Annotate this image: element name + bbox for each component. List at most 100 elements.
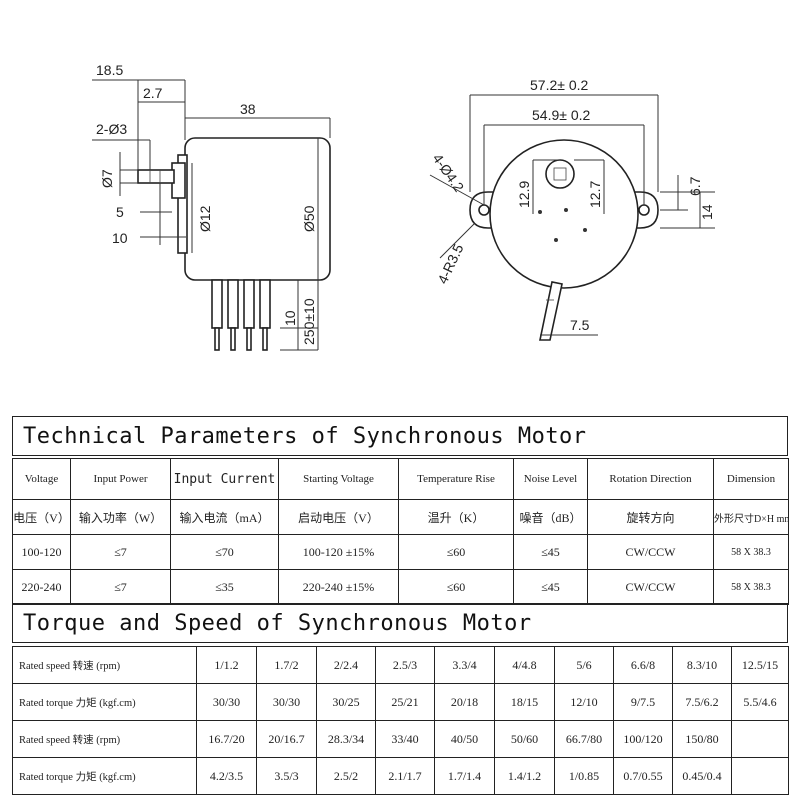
cell: 220-240 ±15% — [278, 569, 399, 605]
output-shaft — [137, 169, 175, 184]
cell: 1.7/2 — [256, 646, 317, 684]
side-view: 18.5 2.7 38 2-Ø3 Ø7 5 10 Ø12 Ø50 10 250±… — [92, 62, 331, 351]
header-temperature-rise-cn: 温升（K） — [398, 499, 514, 535]
cell: 30/30 — [256, 683, 317, 721]
cell: 9/7.5 — [613, 683, 673, 721]
cell: 2.1/1.7 — [375, 757, 435, 795]
cell: 20/16.7 — [256, 720, 317, 758]
cell: 100-120 — [12, 534, 71, 570]
cell: 30/30 — [196, 683, 257, 721]
header-voltage-cn: 电压（V） — [12, 499, 71, 535]
cell — [731, 720, 789, 758]
dim-phi12: Ø12 — [197, 205, 213, 232]
cell: 5/6 — [554, 646, 614, 684]
cell: 58 X 38.3 — [713, 534, 789, 570]
cell: ≤35 — [170, 569, 279, 605]
cell: ≤70 — [170, 534, 279, 570]
cell: 0.45/0.4 — [672, 757, 732, 795]
cell: 220-240 — [12, 569, 71, 605]
cell: ≤7 — [70, 569, 171, 605]
technical-parameters-title: Technical Parameters of Synchronous Moto… — [12, 416, 788, 456]
dim-4-r3-5: 4-R3.5 — [434, 241, 466, 286]
header-rotation-direction-cn: 旋转方向 — [587, 499, 714, 535]
mount-hole-left — [478, 204, 490, 216]
cell: 3.3/4 — [434, 646, 495, 684]
technical-parameters-table: Voltage Input Power Input Current Starti… — [12, 458, 789, 605]
header-noise-level: Noise Level — [513, 458, 588, 500]
dim-12-7: 12.7 — [587, 181, 603, 208]
cell: 1/1.2 — [196, 646, 257, 684]
cell: 12/10 — [554, 683, 614, 721]
motor-housing — [489, 139, 639, 289]
dim-2-7: 2.7 — [143, 85, 163, 101]
cell: 66.7/80 — [554, 720, 614, 758]
cell: 16.7/20 — [196, 720, 257, 758]
header-dimension-cn: 外形尺寸D×H mm — [713, 499, 789, 535]
dim-4-phi4-2: 4-Ø4.2 — [430, 151, 468, 195]
cell: ≤45 — [513, 569, 588, 605]
cell: 3.5/3 — [256, 757, 317, 795]
cell: 33/40 — [375, 720, 435, 758]
cell: 40/50 — [434, 720, 495, 758]
lead-wires — [211, 279, 271, 351]
cell: 2.5/3 — [375, 646, 435, 684]
cell: 2/2.4 — [316, 646, 376, 684]
shaft-hub — [545, 159, 575, 189]
row-label: Rated torque 力矩 (kgf.cm) — [12, 757, 197, 795]
dim-250: 250±10 — [301, 298, 317, 345]
header-input-current: Input Current — [170, 458, 279, 500]
cell: 6.6/8 — [613, 646, 673, 684]
dim-14: 14 — [699, 204, 715, 220]
cell: 58 X 38.3 — [713, 569, 789, 605]
dim-5: 5 — [116, 204, 124, 220]
cell: 25/21 — [375, 683, 435, 721]
dim-57-2: 57.2± 0.2 — [530, 77, 588, 93]
header-row-en: Voltage Input Power Input Current Starti… — [12, 458, 789, 500]
cell: 20/18 — [434, 683, 495, 721]
header-input-power-cn: 输入功率（W） — [70, 499, 171, 535]
header-input-current-cn: 输入电流（mA） — [170, 499, 279, 535]
header-rotation-direction: Rotation Direction — [587, 458, 714, 500]
mounting-flange — [177, 154, 188, 254]
row-label: Rated speed 转速 (rpm) — [12, 720, 197, 758]
cell: 1/0.85 — [554, 757, 614, 795]
header-starting-voltage: Starting Voltage — [278, 458, 399, 500]
cell: 5.5/4.6 — [731, 683, 789, 721]
dim-7-5: 7.5 — [570, 317, 590, 333]
cell: 1.4/1.2 — [494, 757, 555, 795]
dim-10-lead: 10 — [282, 310, 298, 326]
cell: 30/25 — [316, 683, 376, 721]
cell: 150/80 — [672, 720, 732, 758]
dim-12-9: 12.9 — [516, 181, 532, 208]
header-row-cn: 电压（V） 输入功率（W） 输入电流（mA） 启动电压（V） 温升（K） 噪音（… — [12, 499, 789, 535]
table-row: 100-120 ≤7 ≤70 100-120 ±15% ≤60 ≤45 CW/C… — [12, 534, 789, 570]
cell: 18/15 — [494, 683, 555, 721]
cell: ≤60 — [398, 534, 514, 570]
cell: 8.3/10 — [672, 646, 732, 684]
cell: 4.2/3.5 — [196, 757, 257, 795]
header-starting-voltage-cn: 启动电压（V） — [278, 499, 399, 535]
motor-drawings: 18.5 2.7 38 2-Ø3 Ø7 5 10 Ø12 Ø50 10 250±… — [92, 62, 715, 351]
dim-6-7: 6.7 — [687, 176, 703, 196]
cell: 2.5/2 — [316, 757, 376, 795]
mount-hole-right — [638, 204, 650, 216]
dim-18-5: 18.5 — [96, 62, 123, 78]
cell: 100/120 — [613, 720, 673, 758]
torque-speed-title: Torque and Speed of Synchronous Motor — [12, 603, 788, 643]
row-label: Rated speed 转速 (rpm) — [12, 646, 197, 684]
cell: ≤45 — [513, 534, 588, 570]
cell: 28.3/34 — [316, 720, 376, 758]
table-row: 220-240 ≤7 ≤35 220-240 ±15% ≤60 ≤45 CW/C… — [12, 569, 789, 605]
dim-2-phi3: 2-Ø3 — [96, 121, 127, 137]
cell: 7.5/6.2 — [672, 683, 732, 721]
header-temperature-rise: Temperature Rise — [398, 458, 514, 500]
cell — [731, 757, 789, 795]
cell: 0.7/0.55 — [613, 757, 673, 795]
cell: ≤60 — [398, 569, 514, 605]
dim-54-9: 54.9± 0.2 — [532, 107, 590, 123]
